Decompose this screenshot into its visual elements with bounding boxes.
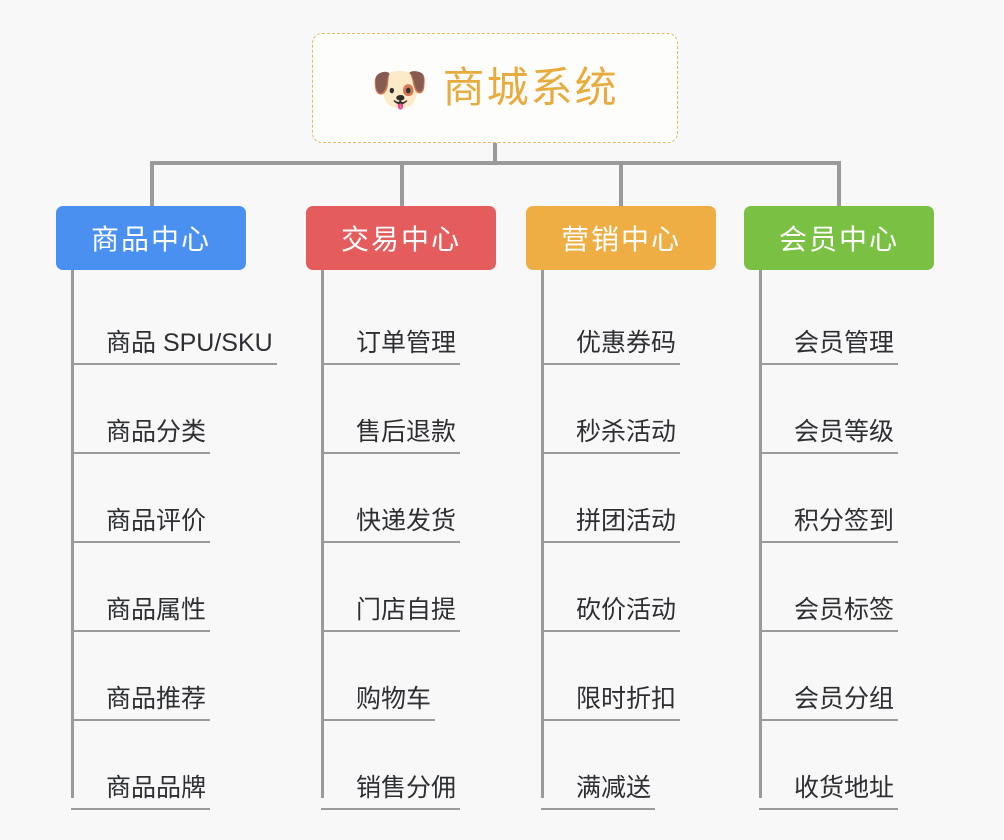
leaf-item[interactable]: 满减送 — [526, 721, 716, 810]
column-marketing-center: 营销中心优惠券码秒杀活动拼团活动砍价活动限时折扣满减送 — [526, 206, 716, 810]
leaf-item-label: 商品 SPU/SKU — [71, 329, 277, 365]
leaf-item-label: 订单管理 — [321, 329, 461, 365]
leaf-item-label: 商品推荐 — [71, 685, 211, 721]
leaf-item-label: 门店自提 — [321, 596, 461, 632]
column-header-member-center[interactable]: 会员中心 — [744, 206, 934, 270]
leaf-item-label: 积分签到 — [759, 507, 899, 543]
column-header-label: 交易中心 — [340, 224, 461, 255]
column-header-label: 商品中心 — [90, 224, 211, 255]
leaf-item-label: 商品分类 — [71, 418, 211, 454]
column-header-product-center[interactable]: 商品中心 — [56, 206, 246, 270]
leaf-item-label: 商品品牌 — [71, 774, 211, 810]
leaf-item[interactable]: 商品推荐 — [56, 632, 246, 721]
root-node-mall-system[interactable]: 🐶 商城系统 — [312, 33, 678, 143]
column-header-trade-center[interactable]: 交易中心 — [306, 206, 496, 270]
leaf-item-label: 优惠券码 — [541, 329, 681, 365]
leaf-item-label: 拼团活动 — [541, 507, 681, 543]
leaf-item-label: 秒杀活动 — [541, 418, 681, 454]
connector-drop-member-center — [837, 161, 841, 208]
leaf-item[interactable]: 会员分组 — [744, 632, 934, 721]
leaf-item[interactable]: 商品评价 — [56, 454, 246, 543]
leaf-item[interactable]: 订单管理 — [306, 276, 496, 365]
leaf-item-label: 会员分组 — [759, 685, 899, 721]
leaf-item[interactable]: 购物车 — [306, 632, 496, 721]
leaf-item[interactable]: 秒杀活动 — [526, 365, 716, 454]
connector-root-stem — [493, 143, 497, 164]
shiba-dog-face-icon: 🐶 — [371, 63, 429, 115]
column-product-center: 商品中心商品 SPU/SKU 商品分类商品评价商品属性商品推荐商品品牌 — [56, 206, 277, 810]
leaf-item[interactable]: 快递发货 — [306, 454, 496, 543]
leaf-list-product-center: 商品 SPU/SKU 商品分类商品评价商品属性商品推荐商品品牌 — [56, 270, 277, 810]
connector-drop-product-center — [150, 161, 154, 208]
leaf-item-label: 收货地址 — [759, 774, 899, 810]
column-header-label: 会员中心 — [778, 224, 899, 255]
leaf-item-label: 商品属性 — [71, 596, 211, 632]
leaf-item-label: 售后退款 — [321, 418, 461, 454]
connector-spine-product-center — [71, 270, 74, 798]
leaf-item[interactable]: 商品 SPU/SKU — [56, 276, 277, 365]
leaf-item[interactable]: 限时折扣 — [526, 632, 716, 721]
leaf-item-label: 限时折扣 — [541, 685, 681, 721]
leaf-item-label: 砍价活动 — [541, 596, 681, 632]
leaf-item[interactable]: 拼团活动 — [526, 454, 716, 543]
column-header-marketing-center[interactable]: 营销中心 — [526, 206, 716, 270]
leaf-item[interactable]: 积分签到 — [744, 454, 934, 543]
connector-drop-marketing-center — [619, 161, 623, 208]
leaf-item-label: 快递发货 — [321, 507, 461, 543]
root-node-title: 商城系统 — [442, 64, 619, 111]
leaf-item-label: 销售分佣 — [321, 774, 461, 810]
leaf-item-label: 会员标签 — [759, 596, 899, 632]
connector-spine-marketing-center — [541, 270, 544, 798]
leaf-item-label: 满减送 — [541, 774, 656, 810]
leaf-item[interactable]: 会员标签 — [744, 543, 934, 632]
connector-drop-trade-center — [400, 161, 404, 208]
connector-spine-trade-center — [321, 270, 324, 798]
leaf-item[interactable]: 收货地址 — [744, 721, 934, 810]
leaf-item[interactable]: 会员管理 — [744, 276, 934, 365]
leaf-item-label: 商品评价 — [71, 507, 211, 543]
column-header-label: 营销中心 — [560, 224, 681, 255]
leaf-item-label: 会员管理 — [759, 329, 899, 365]
column-member-center: 会员中心会员管理会员等级积分签到会员标签会员分组收货地址 — [744, 206, 934, 810]
leaf-item[interactable]: 商品分类 — [56, 365, 246, 454]
connector-horizontal-bus — [150, 161, 840, 165]
leaf-item[interactable]: 门店自提 — [306, 543, 496, 632]
leaf-item[interactable]: 售后退款 — [306, 365, 496, 454]
connector-spine-member-center — [759, 270, 762, 798]
leaf-item-label: 购物车 — [321, 685, 436, 721]
leaf-item[interactable]: 砍价活动 — [526, 543, 716, 632]
leaf-item[interactable]: 商品品牌 — [56, 721, 246, 810]
leaf-list-trade-center: 订单管理售后退款快递发货门店自提购物车销售分佣 — [306, 270, 496, 810]
leaf-item[interactable]: 商品属性 — [56, 543, 246, 632]
column-trade-center: 交易中心订单管理售后退款快递发货门店自提购物车销售分佣 — [306, 206, 496, 810]
leaf-item-label: 会员等级 — [759, 418, 899, 454]
leaf-item[interactable]: 会员等级 — [744, 365, 934, 454]
leaf-list-member-center: 会员管理会员等级积分签到会员标签会员分组收货地址 — [744, 270, 934, 810]
leaf-item[interactable]: 优惠券码 — [526, 276, 716, 365]
leaf-item[interactable]: 销售分佣 — [306, 721, 496, 810]
leaf-list-marketing-center: 优惠券码秒杀活动拼团活动砍价活动限时折扣满减送 — [526, 270, 716, 810]
